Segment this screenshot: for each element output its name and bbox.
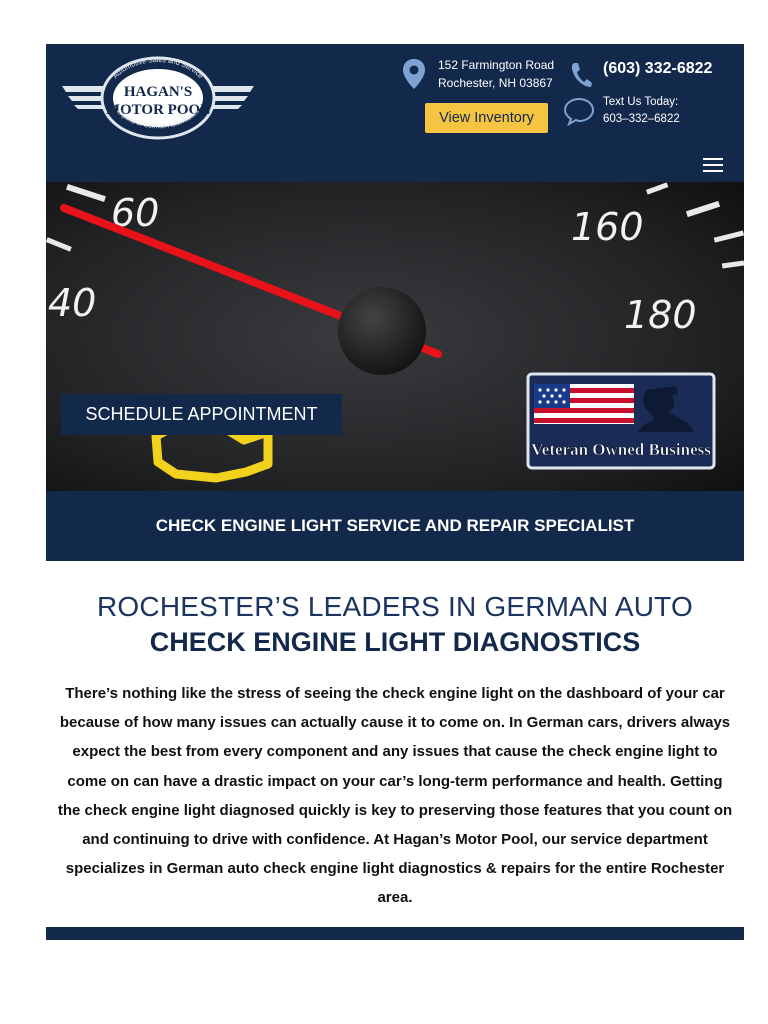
- gauge-number-180: 180: [624, 293, 697, 337]
- footer-divider-bar: [46, 927, 744, 940]
- text-us-label: Text Us Today:: [603, 96, 679, 108]
- logo-wings: [62, 86, 254, 109]
- phone-number[interactable]: (603) 332-6822: [603, 60, 713, 77]
- page-frame: Automotive Sales and Service HAGAN'S MOT…: [46, 44, 744, 561]
- veteran-owned-badge: Veteran Owned Business: [526, 372, 716, 470]
- schedule-appointment-button[interactable]: SCHEDULE APPOINTMENT: [61, 394, 342, 435]
- service-banner: CHECK ENGINE LIGHT SERVICE AND REPAIR SP…: [46, 491, 744, 561]
- page-title: CHECK ENGINE LIGHT DIAGNOSTICS: [149, 627, 641, 657]
- hamburger-menu-icon[interactable]: [703, 158, 723, 174]
- chat-bubble-icon: [563, 97, 595, 126]
- address[interactable]: 152 Farmington Road Rochester, NH 03867: [438, 56, 554, 92]
- map-pin-icon: [403, 59, 425, 89]
- gauge-number-160: 160: [571, 205, 644, 249]
- logo-name-line1: HAGAN'S: [124, 84, 192, 100]
- phone-icon: [571, 63, 592, 87]
- text-us[interactable]: Text Us Today: 603–332–6822: [603, 94, 680, 128]
- heading-line1: ROCHESTER’S LEADERS IN GERMAN AUTO: [97, 591, 693, 622]
- address-line2: Rochester, NH 03867: [438, 76, 553, 90]
- site-header: Automotive Sales and Service HAGAN'S MOT…: [46, 44, 744, 182]
- logo[interactable]: Automotive Sales and Service HAGAN'S MOT…: [60, 52, 256, 144]
- address-line1: 152 Farmington Road: [438, 58, 555, 72]
- view-inventory-button[interactable]: View Inventory: [425, 103, 548, 133]
- needle-hub: [338, 287, 426, 375]
- veteran-badge-text: Veteran Owned Business: [531, 440, 711, 459]
- text-us-number: 603–332–6822: [603, 113, 680, 125]
- main-content: ROCHESTER’S LEADERS IN GERMAN AUTO CHECK…: [46, 590, 744, 913]
- gauge-number-40: 40: [48, 281, 96, 325]
- logo-name-line2: MOTOR POOL: [106, 102, 210, 118]
- intro-paragraph: There’s nothing like the stress of seein…: [57, 685, 733, 907]
- hero-banner: 60 40 160 180 SCHEDULE APPOINTMENT: [46, 182, 744, 491]
